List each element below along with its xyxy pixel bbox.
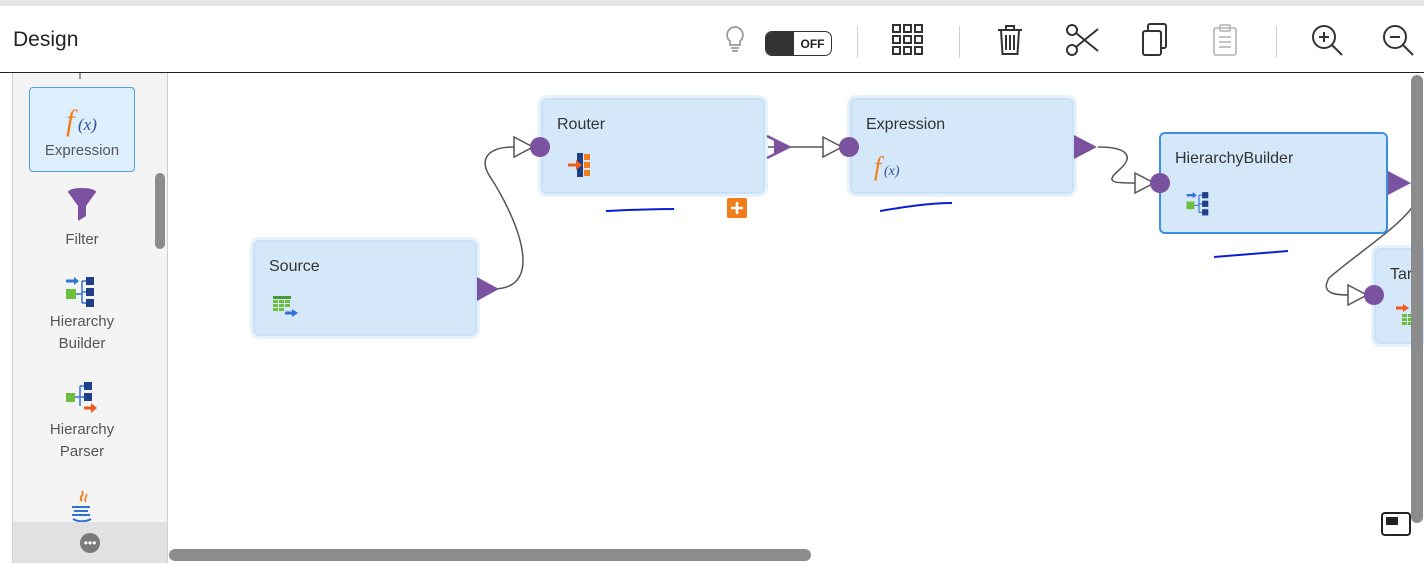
funnel-icon xyxy=(68,188,96,221)
toolbar-divider xyxy=(959,26,960,58)
toolbar-divider xyxy=(857,26,858,58)
svg-text:(x): (x) xyxy=(78,115,97,134)
palette-scrollbar[interactable] xyxy=(155,173,165,249)
scroll-remnant xyxy=(79,73,81,79)
hierarchy-builder-icon xyxy=(66,277,94,307)
link-expression-hierarchybuilder xyxy=(1097,146,1138,184)
palette-item-label: Hierarchy Builder xyxy=(49,313,115,352)
plus-icon xyxy=(731,202,743,214)
annotation-stroke xyxy=(879,202,953,212)
paste-icon[interactable] xyxy=(1205,20,1245,60)
palette-item-label: Filter xyxy=(65,231,99,248)
toggle-knob xyxy=(766,32,794,55)
source-icon xyxy=(273,296,298,317)
scissors-icon[interactable] xyxy=(1062,20,1102,60)
design-toolbar: Design OFF xyxy=(0,6,1424,73)
mapping-canvas[interactable]: Source Router Expression f (x) Hierarchy… xyxy=(169,73,1424,582)
node-label: Expression xyxy=(866,116,946,133)
node-label: HierarchyBuilder xyxy=(1175,150,1294,167)
java-icon xyxy=(72,490,92,523)
window-top-border xyxy=(0,0,1424,6)
hierarchy-parser-icon xyxy=(66,382,97,413)
page-title: Design xyxy=(13,28,79,51)
node-label: Router xyxy=(557,116,606,133)
lightbulb-icon[interactable] xyxy=(715,20,755,60)
function-icon: f (x) xyxy=(874,152,900,181)
palette-item-filter[interactable]: Filter xyxy=(29,187,135,251)
palette-footer: ••• xyxy=(13,522,167,563)
palette-item-hierarchy-builder[interactable]: Hierarchy Builder xyxy=(29,275,135,355)
arrange-all-icon[interactable] xyxy=(888,20,928,60)
svg-text:f: f xyxy=(66,104,78,137)
annotation-stroke xyxy=(1213,250,1289,258)
palette-item-java[interactable] xyxy=(29,489,135,523)
svg-text:f: f xyxy=(874,152,885,181)
add-output-group-button[interactable] xyxy=(727,198,747,218)
palette-item-label: Expression xyxy=(44,142,120,159)
smart-map-toggle[interactable]: OFF xyxy=(765,31,832,56)
overview-minimap-button[interactable] xyxy=(1381,512,1411,536)
link-layer xyxy=(484,146,1419,296)
target-icon xyxy=(1396,304,1413,325)
node-label: Source xyxy=(269,258,320,275)
router-icon xyxy=(568,153,590,177)
node-source[interactable]: Source xyxy=(250,237,480,339)
toggle-label: OFF xyxy=(800,36,825,51)
annotation-stroke xyxy=(605,208,675,212)
transformation-palette: f (x) Expression Filter Hierarchy Builde… xyxy=(12,73,168,563)
more-options-icon[interactable]: ••• xyxy=(80,532,100,553)
palette-item-expression[interactable]: f (x) Expression xyxy=(29,87,135,172)
canvas-horizontal-scrollbar[interactable] xyxy=(169,549,811,561)
node-router[interactable]: Router xyxy=(538,95,768,197)
canvas-vertical-scrollbar[interactable] xyxy=(1411,75,1423,523)
trash-icon[interactable] xyxy=(990,20,1030,60)
zoom-in-icon[interactable] xyxy=(1307,20,1347,60)
toolbar-divider xyxy=(1276,26,1277,58)
copy-icon[interactable] xyxy=(1134,20,1174,60)
link-source-router xyxy=(484,146,524,290)
hierarchy-builder-icon xyxy=(1186,192,1209,216)
node-expression[interactable]: Expression f (x) xyxy=(847,95,1077,197)
function-icon: f (x) xyxy=(66,104,97,137)
svg-text:(x): (x) xyxy=(884,164,900,179)
palette-item-hierarchy-parser[interactable]: Hierarchy Parser xyxy=(29,381,135,463)
zoom-out-icon[interactable] xyxy=(1378,20,1418,60)
node-hierarchybuilder[interactable]: HierarchyBuilder xyxy=(1159,132,1388,234)
palette-item-label: Hierarchy Parser xyxy=(49,421,115,460)
